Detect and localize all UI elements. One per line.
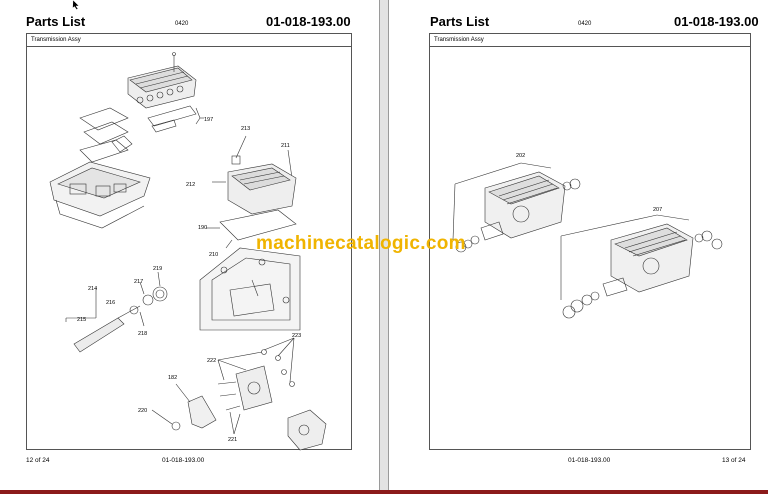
page-gutter bbox=[379, 0, 389, 494]
callout-190: 190 bbox=[198, 225, 207, 231]
callout-222: 222 bbox=[207, 358, 216, 364]
callout-220: 220 bbox=[138, 408, 147, 414]
page-title: Parts List bbox=[430, 14, 490, 29]
callout-216: 216 bbox=[106, 300, 115, 306]
section-title: Transmission Assy bbox=[27, 34, 351, 47]
callout-219: 219 bbox=[153, 266, 162, 272]
callout-182: 182 bbox=[168, 375, 177, 381]
callout-207: 207 bbox=[653, 207, 662, 213]
footer-number: 01-018-193.00 bbox=[568, 457, 611, 464]
left-page: Parts List 0420 01-018-193.00 Transmissi… bbox=[0, 0, 379, 494]
footer-number: 01-018-193.00 bbox=[162, 457, 205, 464]
callout-223: 223 bbox=[292, 333, 301, 339]
section-title: Transmission Assy bbox=[430, 34, 750, 47]
right-exploded-drawing: 202 207 bbox=[452, 153, 723, 319]
callout-221: 221 bbox=[228, 437, 237, 443]
left-exploded-drawing: 197 213 211 212 190 210 214 216 217 219 … bbox=[49, 52, 327, 451]
drawing-frame: Transmission Assy bbox=[429, 33, 751, 450]
callout-214: 214 bbox=[88, 286, 97, 292]
callout-211: 211 bbox=[281, 143, 290, 149]
callout-217: 217 bbox=[134, 279, 143, 285]
part-number: 01-018-193.00 bbox=[674, 14, 759, 29]
right-page: Parts List 0420 01-018-193.00 Transmissi… bbox=[389, 0, 768, 494]
mouse-cursor-icon bbox=[72, 0, 80, 10]
page-title: Parts List bbox=[26, 14, 86, 29]
footer-page: 12 of 24 bbox=[26, 457, 50, 464]
bottom-bar bbox=[0, 490, 768, 494]
page-code: 0420 bbox=[175, 21, 189, 27]
callout-210: 210 bbox=[209, 252, 218, 258]
footer-page: 13 of 24 bbox=[722, 457, 746, 464]
watermark: machinecatalogic.com bbox=[256, 233, 466, 254]
callout-197: 197 bbox=[204, 117, 213, 123]
callout-213: 213 bbox=[241, 126, 250, 132]
callout-215: 215 bbox=[77, 317, 86, 323]
drawing-frame: Transmission Assy bbox=[26, 33, 352, 450]
callout-218: 218 bbox=[138, 331, 147, 337]
callout-202: 202 bbox=[516, 153, 525, 159]
page-code: 0420 bbox=[578, 21, 592, 27]
callout-212: 212 bbox=[186, 182, 195, 188]
part-number: 01-018-193.00 bbox=[266, 14, 351, 29]
